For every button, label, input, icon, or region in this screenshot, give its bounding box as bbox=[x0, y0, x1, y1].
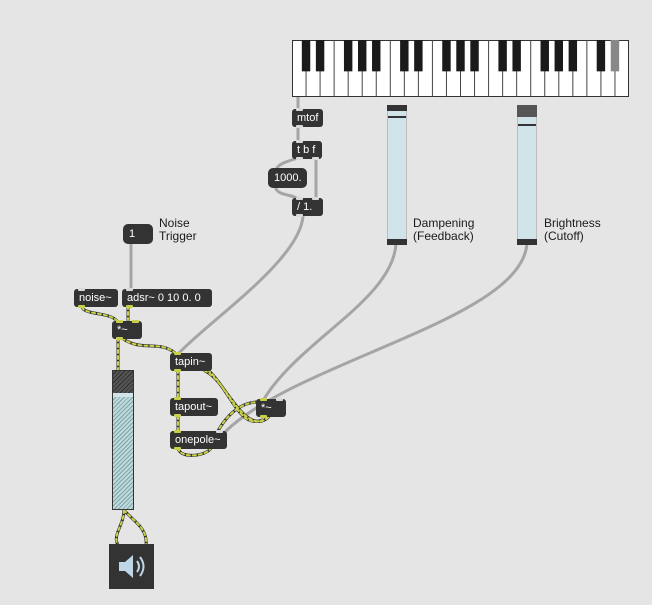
brightness-comment: Brightness (Cutoff) bbox=[544, 217, 601, 243]
noise-trigger-line-2: Trigger bbox=[159, 229, 197, 243]
divide-label: / 1. bbox=[297, 201, 313, 213]
black-key[interactable] bbox=[357, 40, 367, 72]
multiply-signal-object-2[interactable]: *~ bbox=[256, 398, 286, 418]
black-key[interactable] bbox=[554, 40, 564, 72]
black-key[interactable] bbox=[400, 40, 409, 72]
dampening-line-1: Dampening bbox=[413, 216, 475, 230]
multiply-signal-object-1[interactable]: *~ bbox=[112, 320, 142, 340]
tapout-label: tapout~ bbox=[175, 401, 213, 413]
cord-dampening-mult2 bbox=[262, 242, 398, 401]
black-key[interactable] bbox=[301, 40, 311, 72]
number-box-1000[interactable]: 1000. bbox=[268, 168, 307, 188]
noise-label: noise~ bbox=[79, 292, 112, 304]
onepole-object[interactable]: onepole~ bbox=[170, 430, 227, 450]
black-key[interactable] bbox=[372, 40, 381, 72]
mult1-label: *~ bbox=[117, 324, 128, 336]
black-key[interactable] bbox=[568, 40, 578, 72]
black-key[interactable] bbox=[540, 40, 549, 72]
adsr-object[interactable]: adsr~ 0 10 0. 0 bbox=[122, 288, 212, 308]
black-key[interactable] bbox=[610, 40, 620, 72]
trigger-number-box[interactable]: 1 bbox=[123, 224, 153, 244]
black-key[interactable] bbox=[596, 40, 606, 72]
black-key[interactable] bbox=[512, 40, 521, 72]
kslider-keyboard[interactable] bbox=[292, 40, 629, 97]
onepole-label: onepole~ bbox=[175, 434, 221, 446]
black-key[interactable] bbox=[442, 40, 451, 72]
mtof-object[interactable]: mtof bbox=[292, 108, 323, 128]
adsr-label: adsr~ 0 10 0. 0 bbox=[127, 292, 201, 304]
trigger-number-value: 1 bbox=[129, 228, 136, 240]
mult2-label: *~ bbox=[261, 402, 272, 414]
noise-object[interactable]: noise~ bbox=[74, 288, 118, 308]
dampening-slider-knob[interactable] bbox=[388, 116, 406, 118]
noise-trigger-line-1: Noise bbox=[159, 216, 190, 230]
trigger-bang-float-object[interactable]: t b f bbox=[292, 140, 322, 160]
brightness-line-2: (Cutoff) bbox=[544, 229, 584, 243]
black-key[interactable] bbox=[498, 40, 507, 72]
tbf-label: t b f bbox=[297, 144, 316, 156]
cord-div-tapin bbox=[176, 214, 305, 356]
black-key[interactable] bbox=[456, 40, 465, 72]
dampening-line-2: (Feedback) bbox=[413, 229, 474, 243]
speaker-icon bbox=[119, 555, 145, 578]
tapin-object[interactable]: tapin~ bbox=[170, 352, 212, 372]
mtof-label: mtof bbox=[297, 112, 319, 124]
gain-meter-slider[interactable] bbox=[112, 370, 134, 510]
number-1000-value: 1000. bbox=[274, 172, 302, 184]
black-key[interactable] bbox=[315, 40, 325, 72]
black-key[interactable] bbox=[414, 40, 423, 72]
noise-trigger-comment: Noise Trigger bbox=[159, 217, 197, 243]
dampening-slider[interactable] bbox=[387, 105, 407, 245]
brightness-line-1: Brightness bbox=[544, 216, 601, 230]
black-key[interactable] bbox=[343, 40, 353, 72]
dampening-comment: Dampening (Feedback) bbox=[413, 217, 474, 243]
tapin-label: tapin~ bbox=[175, 356, 206, 368]
brightness-slider[interactable] bbox=[517, 105, 537, 245]
tapout-object[interactable]: tapout~ bbox=[170, 397, 218, 417]
divide-object[interactable]: / 1. bbox=[292, 197, 323, 217]
black-key[interactable] bbox=[470, 40, 479, 72]
ezdac-speaker[interactable] bbox=[109, 544, 154, 589]
brightness-slider-knob[interactable] bbox=[518, 124, 536, 126]
